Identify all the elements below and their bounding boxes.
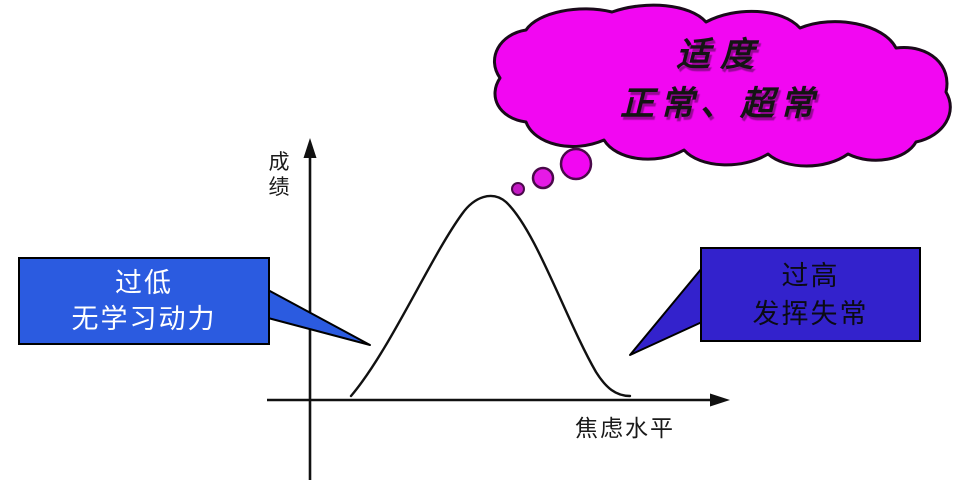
thought-cloud-shape xyxy=(493,3,952,168)
callout-low-anxiety-line1: 过低 xyxy=(115,268,173,298)
thought-bubble-small xyxy=(511,182,525,196)
y-axis-label-char-2: 绩 xyxy=(268,175,290,199)
x-axis-label: 焦虑水平 xyxy=(575,416,675,441)
thought-bubble-large xyxy=(559,147,593,181)
callout-low-anxiety-line2: 无学习动力 xyxy=(71,304,217,334)
callout-high-anxiety[interactable]: 过高 发挥失常 xyxy=(700,247,921,342)
thought-cloud xyxy=(493,3,952,196)
y-axis xyxy=(303,138,317,480)
callout-high-anxiety-line1: 过高 xyxy=(781,260,840,291)
callout-low-anxiety[interactable]: 过低 无学习动力 xyxy=(18,257,270,345)
thought-bubble-medium xyxy=(531,166,555,190)
callout-left-pointer xyxy=(267,289,371,346)
y-axis-label: 成绩 xyxy=(262,150,296,200)
callout-high-anxiety-line2: 发挥失常 xyxy=(752,298,869,329)
x-axis xyxy=(267,393,730,407)
callout-right-pointer xyxy=(629,267,703,356)
y-axis-label-char-1: 成 xyxy=(268,150,290,174)
inverted-u-curve xyxy=(349,194,632,398)
